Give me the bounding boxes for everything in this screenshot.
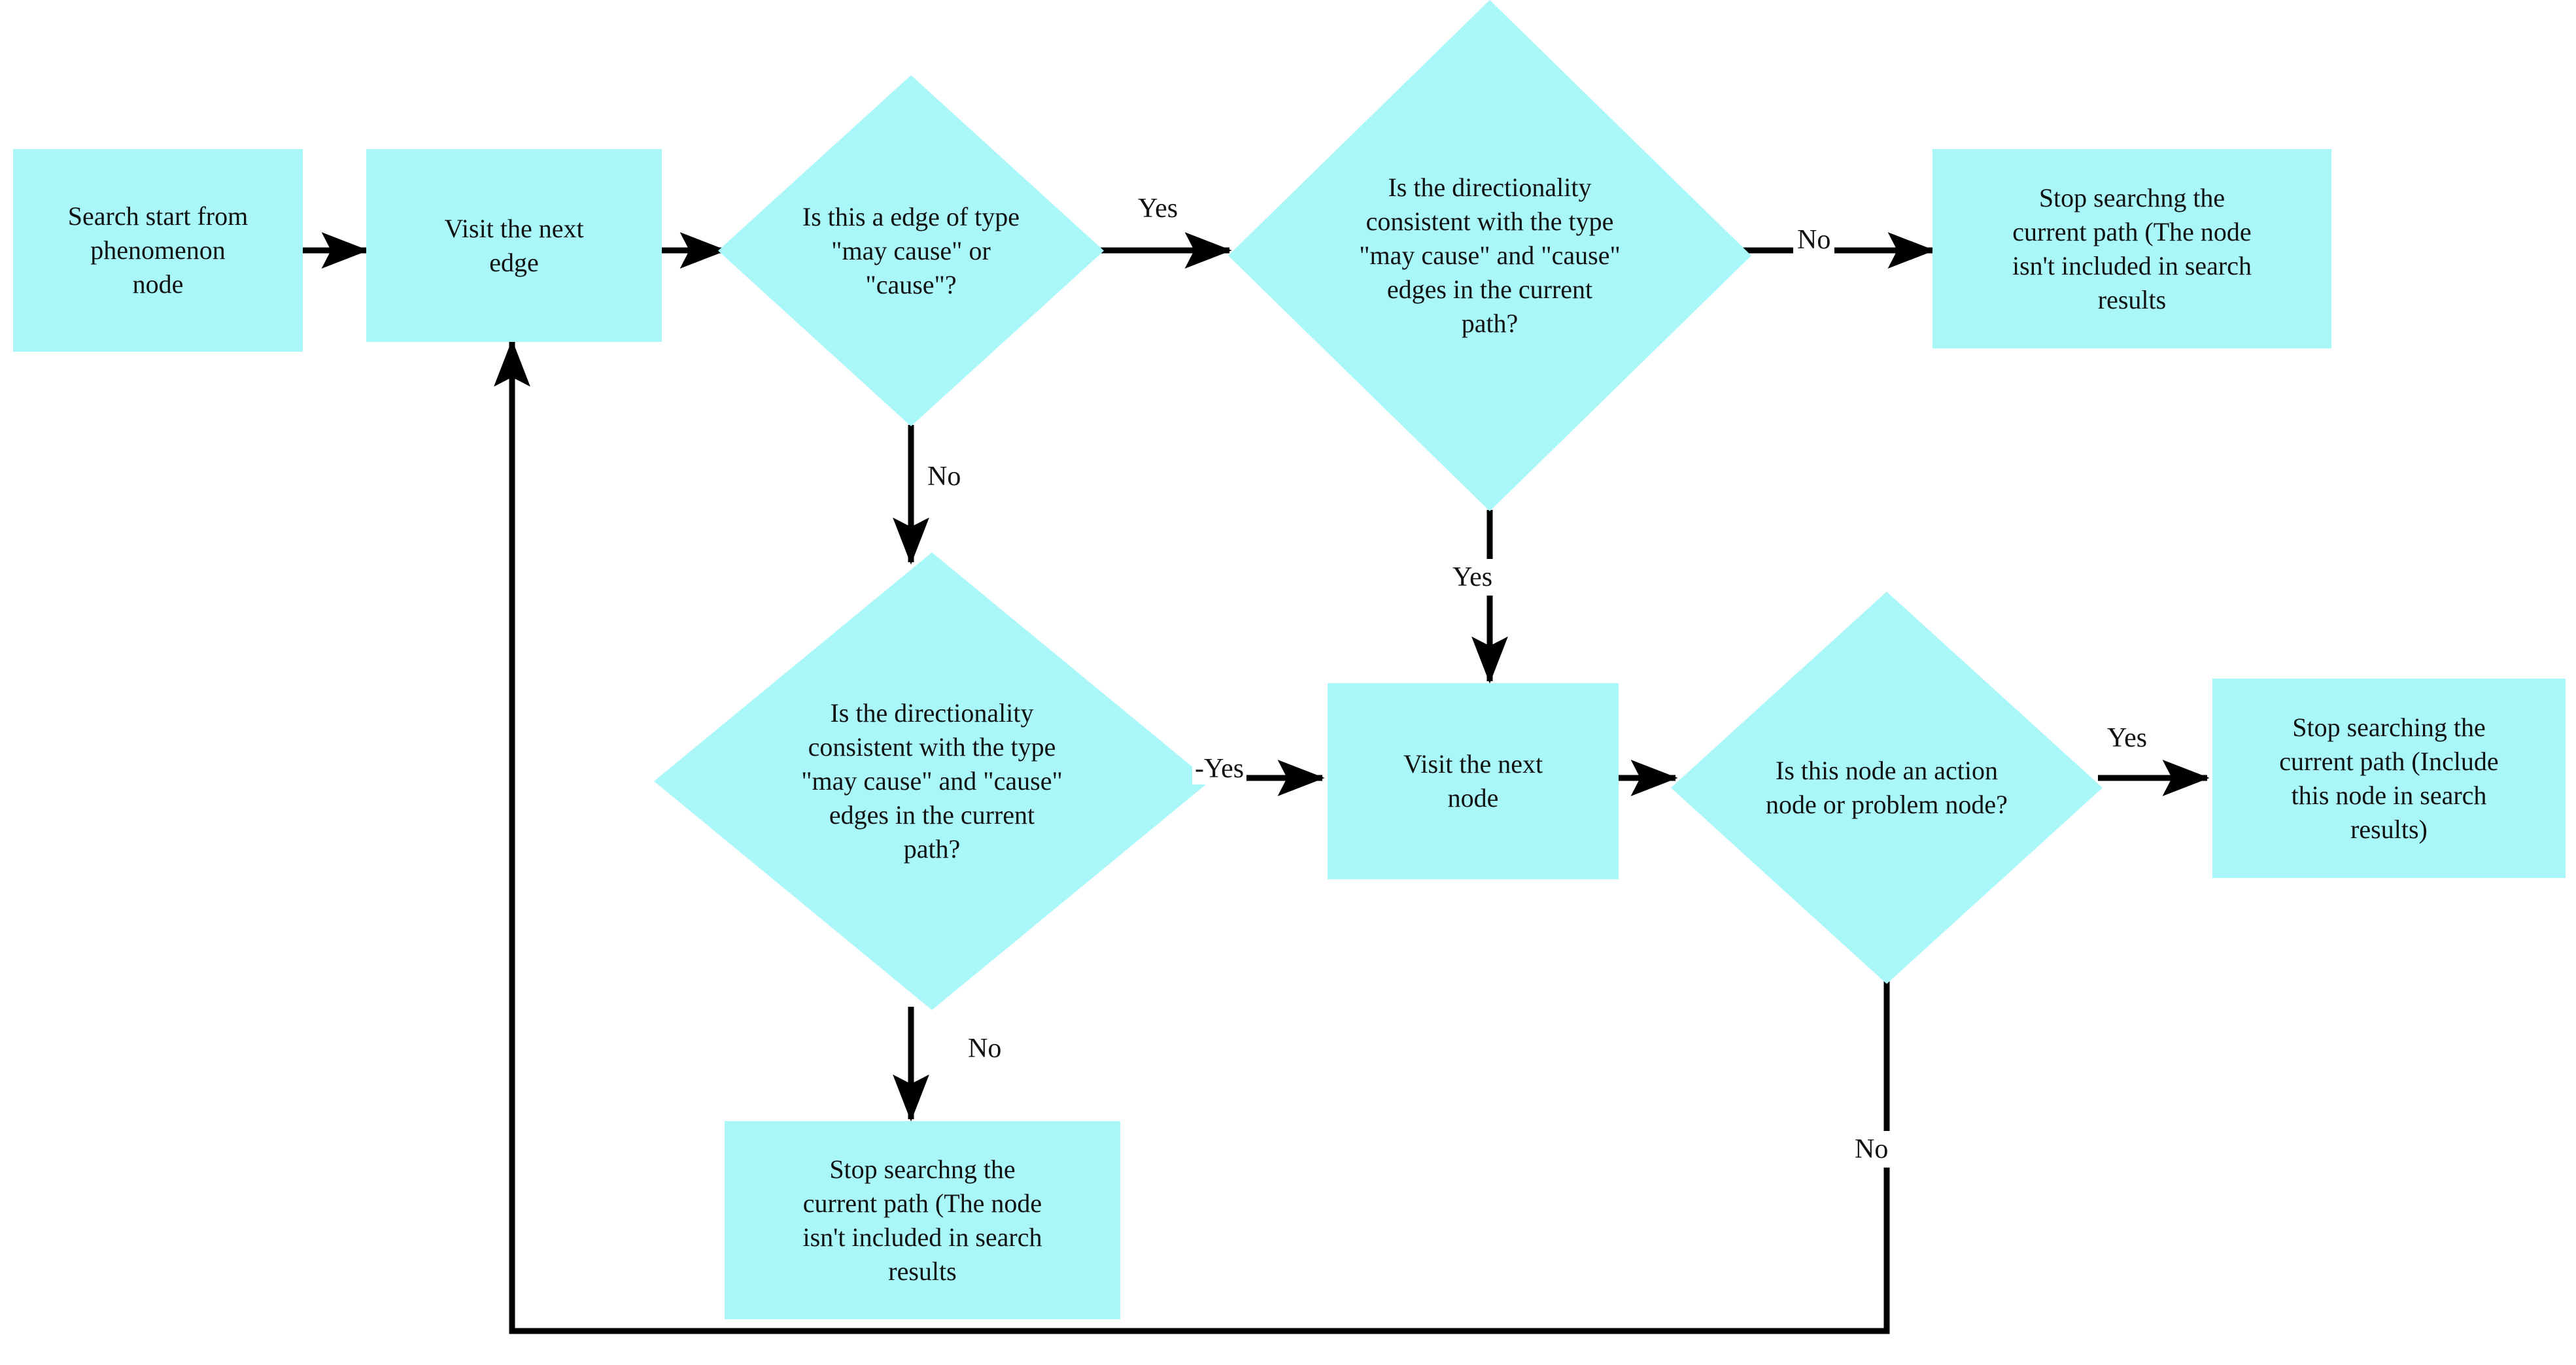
node-directionality-question-bottom-label: Is the directionality consistent with th…	[801, 698, 1063, 864]
node-edge-type-question-label: Is this a edge of type "may cause" or "c…	[802, 201, 1020, 299]
edge-label-yes-edge-type: Yes	[1138, 194, 1178, 224]
node-edge-type-question[interactable]: Is this a edge of type "may cause" or "c…	[718, 75, 1104, 426]
edge-label-no-direction-bottom: No	[968, 1034, 1002, 1064]
node-directionality-question-top-label: Is the directionality consistent with th…	[1359, 173, 1621, 338]
node-directionality-question-bottom[interactable]: Is the directionality consistent with th…	[654, 552, 1210, 1010]
node-search-start-label: Search start from phenomenon node	[67, 201, 249, 299]
edge-label-yes-direction-bottom: -Yes	[1192, 753, 1247, 784]
node-visit-next-edge[interactable]: Visit the next edge	[366, 149, 662, 342]
node-directionality-question-top[interactable]: Is the directionality consistent with th…	[1228, 0, 1751, 511]
edge-label-no-edge-type: No	[927, 462, 961, 492]
node-stop-include-label: Stop searching the current path (Include…	[2279, 712, 2499, 844]
node-stop-exclude-top-label: Stop searchng the current path (The node…	[2012, 182, 2252, 314]
edge-label-yes-direction-top: Yes	[1449, 559, 1497, 596]
node-stop-exclude-top[interactable]: Stop searchng the current path (The node…	[1932, 149, 2331, 348]
node-stop-exclude-bottom-label: Stop searchng the current path (The node…	[802, 1154, 1042, 1286]
node-stop-include[interactable]: Stop searching the current path (Include…	[2212, 679, 2566, 878]
node-visit-next-edge-label: Visit the next edge	[444, 213, 584, 277]
edge-label-no-direction-top: No	[1793, 224, 1835, 256]
edge-label-yes-action-question: Yes	[2107, 723, 2148, 753]
node-action-or-problem-question-label: Is this node an action node or problem n…	[1766, 756, 2008, 819]
node-stop-exclude-bottom[interactable]: Stop searchng the current path (The node…	[725, 1121, 1120, 1319]
edge-label-no-action-question: No	[1849, 1131, 1894, 1168]
node-action-or-problem-question[interactable]: Is this node an action node or problem n…	[1671, 592, 2103, 984]
node-visit-next-node-label: Visit the next node	[1403, 749, 1543, 813]
node-visit-next-node[interactable]: Visit the next node	[1328, 683, 1619, 879]
node-search-start[interactable]: Search start from phenomenon node	[13, 149, 303, 352]
